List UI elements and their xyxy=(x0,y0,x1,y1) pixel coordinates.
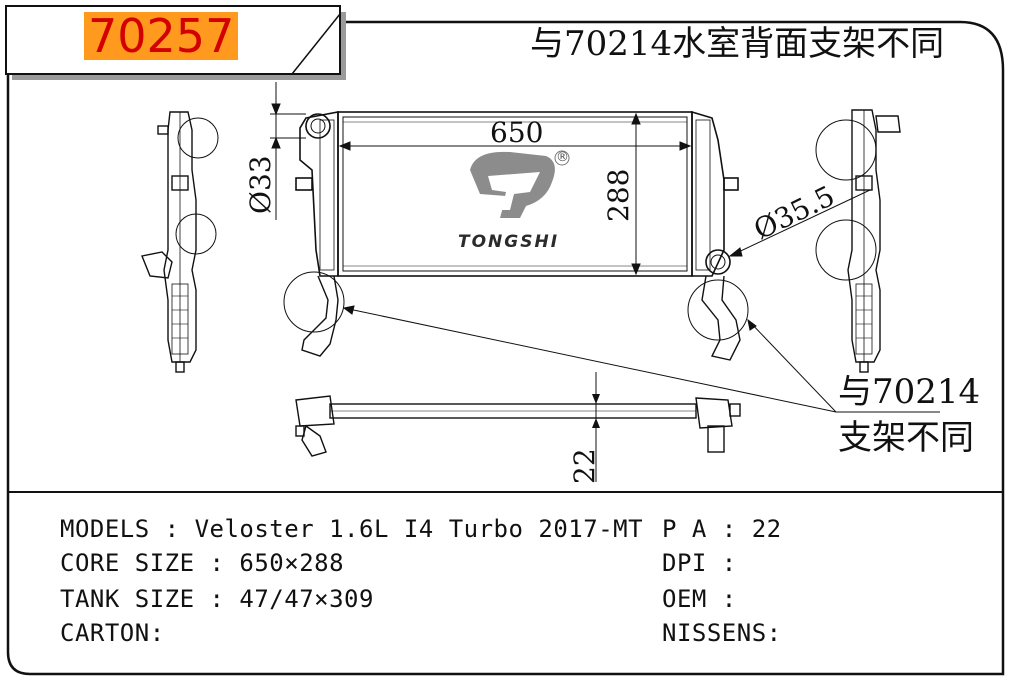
detail-circle-left xyxy=(283,271,345,333)
core-thickness-label: 22 xyxy=(568,448,601,484)
right-tank xyxy=(691,110,725,277)
code-tab-diagonal xyxy=(291,13,341,75)
dpi-row: DPI : xyxy=(662,549,752,577)
oem-label: OEM xyxy=(662,585,707,613)
front-view xyxy=(283,110,749,361)
oem-row: OEM : xyxy=(662,585,752,613)
brand-logo-mark xyxy=(470,150,570,218)
product-code: 70257 xyxy=(84,12,239,60)
right-side-view xyxy=(815,109,901,373)
right-bracket xyxy=(701,275,741,361)
bracket-note-line1: 与70214 xyxy=(838,372,981,412)
tank-size-label: TANK SIZE xyxy=(60,585,195,613)
pa-value: 22 xyxy=(751,515,782,543)
core-size-value: 650×288 xyxy=(239,549,345,577)
outlet-pipe xyxy=(705,249,731,275)
detail-circle-right xyxy=(687,279,749,341)
dpi-label: DPI xyxy=(662,549,707,577)
top-view xyxy=(295,372,741,482)
core-height-label: 288 xyxy=(602,169,635,222)
carton-row: CARTON: xyxy=(60,618,165,648)
bracket-note-line2: 支架不同 xyxy=(838,418,974,458)
core-size-label: CORE SIZE xyxy=(60,549,195,577)
right-side-detail-mid xyxy=(815,219,877,281)
inlet-pipe xyxy=(305,113,331,139)
outer-frame xyxy=(6,20,1005,676)
tank-size-value: 47/47×309 xyxy=(239,585,374,613)
core-width-label: 650 xyxy=(490,116,543,149)
dimensions xyxy=(270,82,940,413)
models-value: Veloster 1.6L I4 Turbo 2017-MT xyxy=(194,515,644,543)
registered-mark: ® xyxy=(556,150,569,165)
carton-label: CARTON: xyxy=(60,619,165,647)
models-row: MODELS : Veloster 1.6L I4 Turbo 2017-MT xyxy=(60,515,644,543)
core-size-row: CORE SIZE : 650×288 xyxy=(60,549,345,577)
right-side-detail-top xyxy=(815,119,877,181)
pa-label: P A xyxy=(662,515,707,543)
nissens-label: NISSENS: xyxy=(662,619,782,647)
left-tank xyxy=(299,111,339,277)
nissens-row: NISSENS: xyxy=(662,618,782,648)
pa-row: P A : 22 xyxy=(662,515,782,543)
tank-size-row: TANK SIZE : 47/47×309 xyxy=(60,585,374,613)
left-side-detail-mid xyxy=(175,213,217,255)
left-side-view xyxy=(141,111,219,373)
left-side-detail-top xyxy=(177,117,219,159)
brand-name: TONGSHI xyxy=(458,232,560,252)
models-label: MODELS xyxy=(60,515,150,543)
outlet-diameter-label: Ø35.5 xyxy=(749,179,840,246)
header-note: 与70214水室背面支架不同 xyxy=(530,24,945,64)
left-bracket xyxy=(301,275,339,357)
inlet-diameter-label: Ø33 xyxy=(244,155,277,214)
